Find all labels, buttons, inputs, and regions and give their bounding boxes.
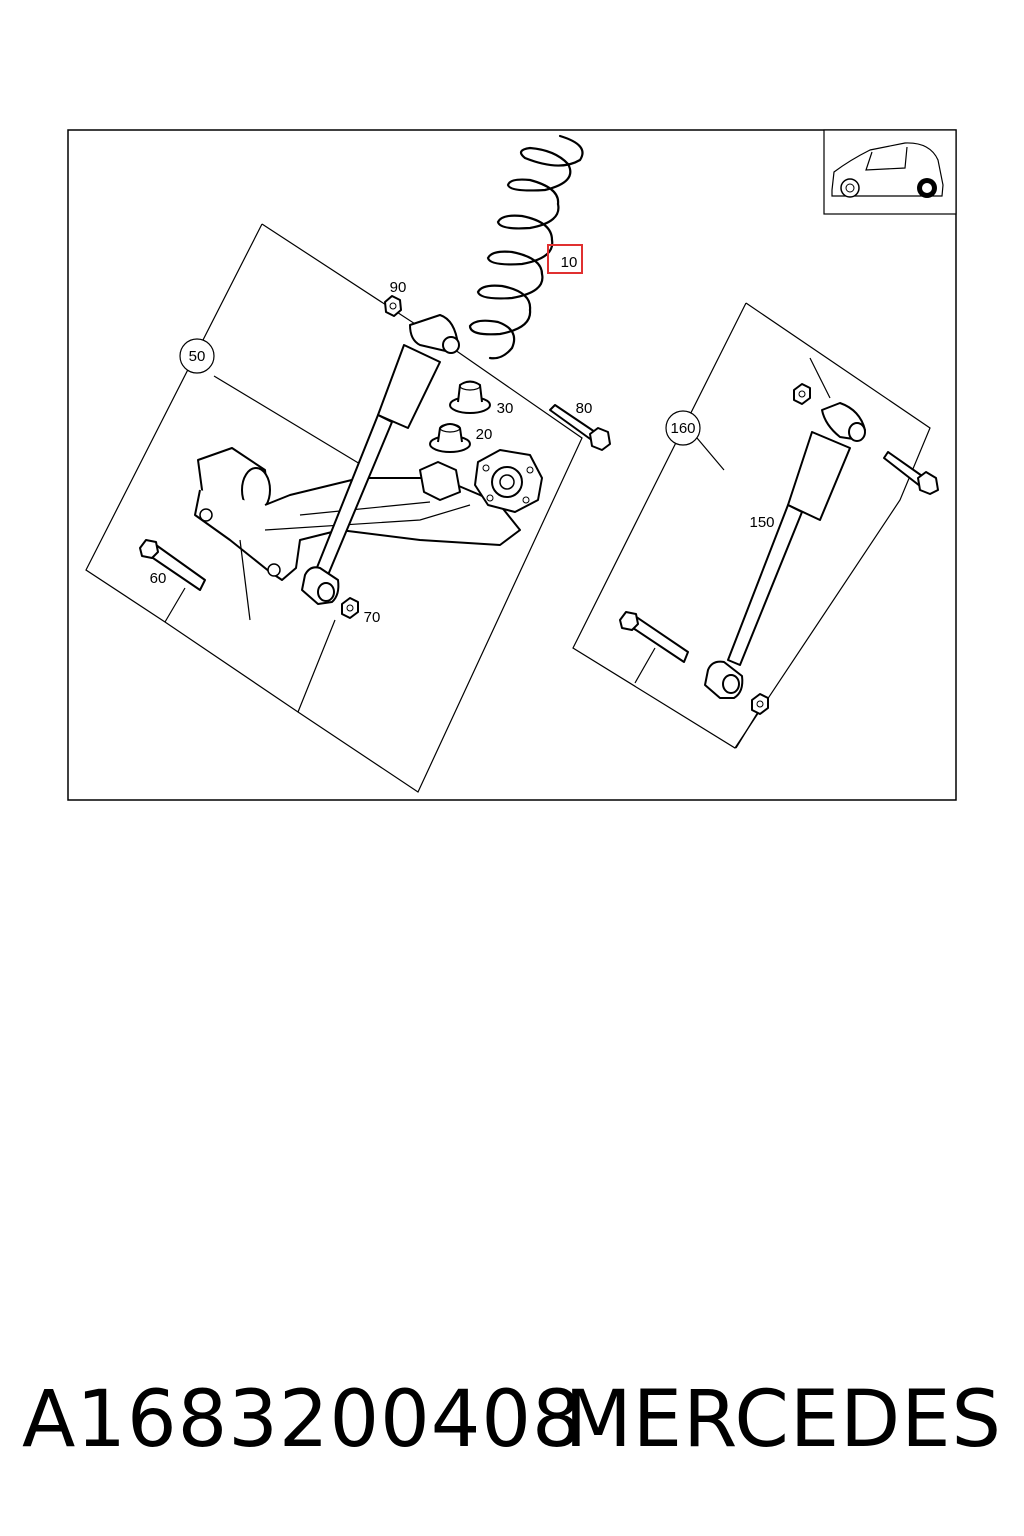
callout-20[interactable]: 20 [476,426,493,443]
nut-70 [341,597,359,619]
spring-seat-upper [449,380,491,414]
trailing-arm [194,447,521,621]
callout-160[interactable]: 160 [670,420,695,437]
left-group-outline [85,223,583,793]
spring-seat-lower [429,423,471,453]
callout-10[interactable]: 10 [561,254,578,271]
parts-diagram: 50 160 90 30 20 80 60 70 150 10 [67,129,957,801]
coil-spring [468,134,584,360]
right-group-outline [572,302,931,749]
callout-50-circle [179,338,215,374]
callout-80[interactable]: 80 [576,400,593,417]
callout-10-highlight [547,244,583,274]
shock-absorber-right [704,402,866,699]
vehicle-thumbnail [823,129,957,215]
part-number: A1683200408 [22,1375,583,1465]
callout-70[interactable]: 70 [364,609,381,626]
wheel-hub [474,449,543,513]
shock-absorber-left [301,314,460,605]
nut-right-upper [793,383,811,405]
callout-160-circle [665,410,701,446]
bolt-60 [139,539,206,591]
bolt-right-lower [619,611,689,663]
diagram-frame [67,129,957,801]
footer: A1683200408 MERCEDES [0,1370,1024,1470]
callout-60[interactable]: 60 [150,570,167,587]
nut-right-lower [751,693,769,715]
callout-150[interactable]: 150 [749,514,774,531]
nut-90 [384,295,402,317]
callout-50[interactable]: 50 [189,348,206,365]
callout-90[interactable]: 90 [390,279,407,296]
callout-30[interactable]: 30 [497,400,514,417]
brand-name: MERCEDES [564,1375,1002,1465]
bolt-80 [549,404,611,451]
bolt-right-upper [883,451,939,495]
